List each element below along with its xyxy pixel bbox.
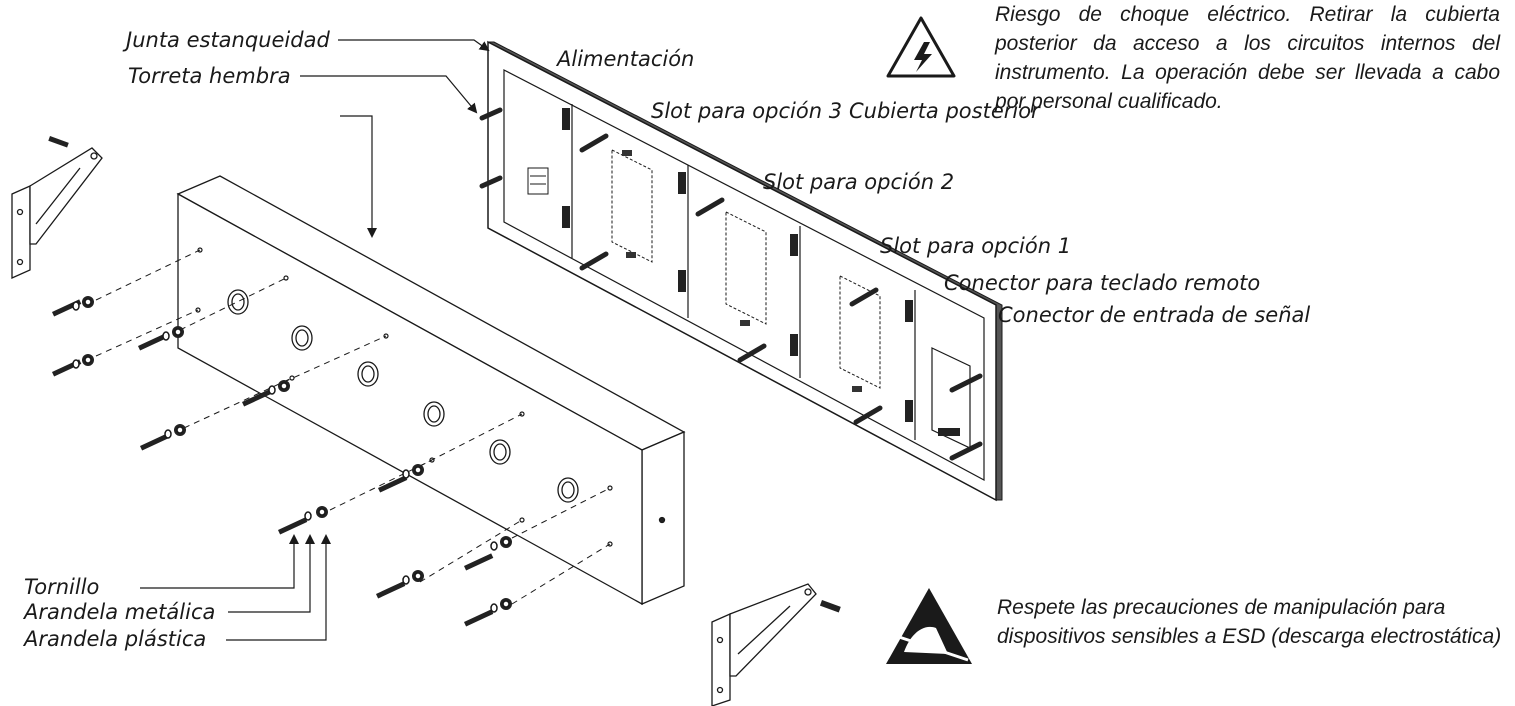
label-arandela-metalica: Arandela metálica <box>24 600 216 624</box>
electric-shock-warning-text: Riesgo de choque eléctrico. Retirar la c… <box>995 3 1500 113</box>
mounting-bracket-right <box>711 583 841 706</box>
label-torreta-hembra: Torreta hembra <box>128 64 291 88</box>
esd-warning-text: Respete las precauciones de manipulación… <box>997 596 1502 648</box>
mounting-bracket-left <box>11 136 103 280</box>
label-tornillo: Tornillo <box>24 575 100 599</box>
label-slot-2: Slot para opción 2 <box>763 170 955 194</box>
label-cubierta-posterior: Cubierta posterior <box>849 99 1040 123</box>
label-junta-estanqueidad: Junta estanqueidad <box>126 28 330 52</box>
leader-lines <box>140 39 490 641</box>
label-conector-teclado: Conector para teclado remoto <box>944 271 1261 295</box>
rear-cover-panel <box>479 40 1003 502</box>
label-conector-entrada: Conector de entrada de señal <box>998 303 1311 327</box>
label-arandela-plastica: Arandela plástica <box>24 627 207 651</box>
front-housing <box>176 175 686 606</box>
label-slot-1: Slot para opción 1 <box>880 234 1072 258</box>
esd-warning-icon <box>886 588 972 664</box>
label-alimentacion: Alimentación <box>557 47 695 71</box>
screw-assemblies <box>51 247 613 627</box>
label-slot-3: Slot para opción 3 <box>651 99 843 123</box>
high-voltage-warning-icon <box>886 16 956 78</box>
